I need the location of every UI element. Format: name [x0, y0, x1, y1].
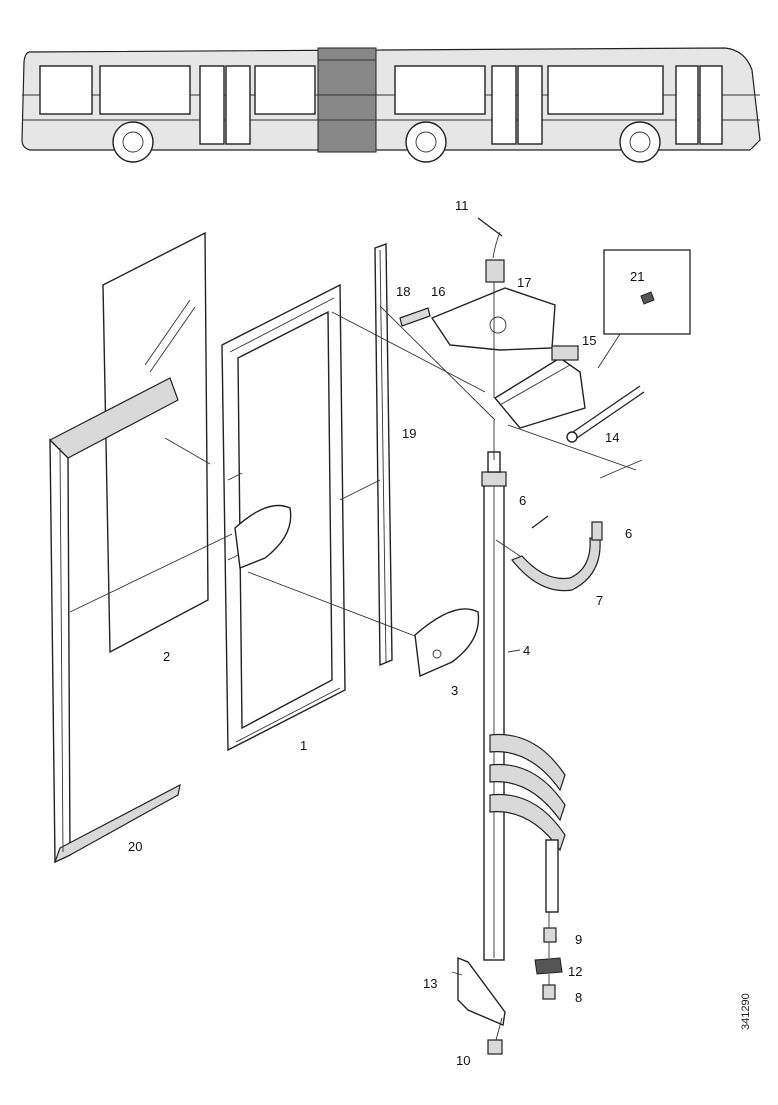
callout-10: 10	[456, 1053, 470, 1068]
callout-14: 14	[605, 430, 619, 445]
part-3-handle-plate	[234, 504, 480, 678]
callout-labels: 1 2 3 4 6 6 7 8 9 10 11 12 13 14 15 16 1…	[128, 198, 644, 1068]
part-4-door-shaft	[481, 451, 507, 961]
part-19-vertical-profile	[374, 243, 393, 667]
part-15-actuator	[493, 345, 586, 429]
callout-6b: 6	[625, 526, 632, 541]
part-16-upper-bracket	[430, 287, 556, 351]
callout-8: 8	[575, 990, 582, 1005]
leader-lines	[69, 282, 637, 1041]
part-18-plate	[399, 307, 431, 327]
callout-19: 19	[402, 426, 416, 441]
part-2-glass-pane	[102, 231, 209, 654]
drawing-reference-code: 341290	[740, 993, 752, 1030]
callout-6a: 6	[519, 493, 526, 508]
callout-15: 15	[582, 333, 596, 348]
part-20-seal-profile	[48, 377, 181, 864]
callout-7: 7	[596, 593, 603, 608]
part-13-lower-bracket	[457, 956, 506, 1055]
part-21-inset-box	[597, 249, 691, 369]
callout-3: 3	[451, 683, 458, 698]
bus-illustration	[21, 47, 761, 163]
callout-13: 13	[423, 976, 437, 991]
parts-8-9-12-bushings	[534, 927, 563, 1000]
part-17-nut	[485, 259, 505, 283]
part-14-link-rod	[566, 385, 645, 479]
callout-16: 16	[431, 284, 445, 299]
callout-1: 1	[300, 738, 307, 753]
callout-9: 9	[575, 932, 582, 947]
callout-2: 2	[163, 649, 170, 664]
door-arm-brackets	[489, 733, 566, 913]
callout-12: 12	[568, 964, 582, 979]
part-11-screw	[477, 217, 503, 259]
callout-18: 18	[396, 284, 410, 299]
callout-21: 21	[630, 269, 644, 284]
callout-4: 4	[523, 643, 530, 658]
callout-20: 20	[128, 839, 142, 854]
part-6-pins	[531, 515, 603, 541]
callout-17: 17	[517, 275, 531, 290]
callout-11: 11	[455, 198, 469, 213]
part-7-lever	[511, 537, 601, 592]
